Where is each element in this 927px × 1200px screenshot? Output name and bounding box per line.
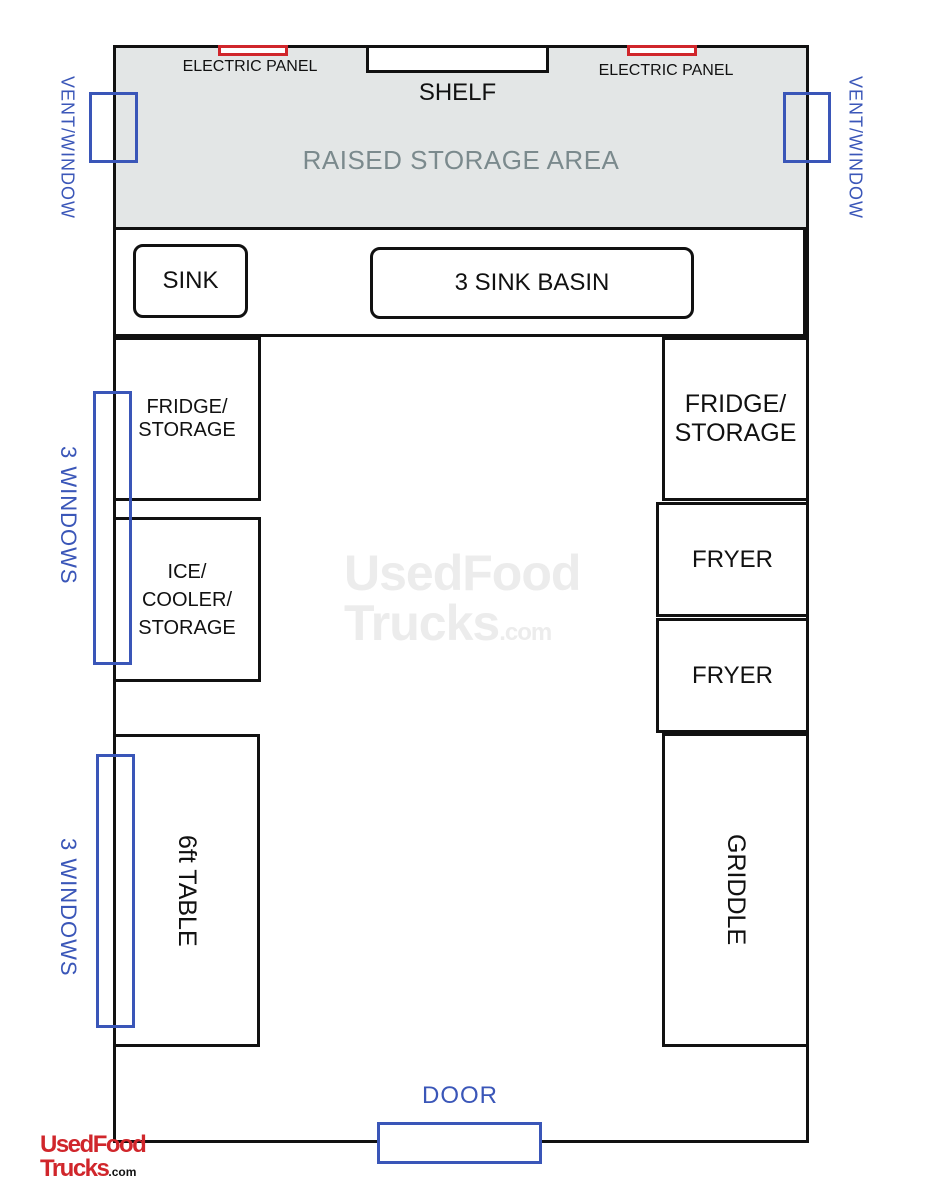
fridge-storage-left-line1: FRIDGE/ <box>146 396 228 418</box>
fryer-1: FRYER <box>656 502 809 617</box>
windows-upper <box>93 391 132 665</box>
vent-window-right-label: VENT/WINDOW <box>845 75 866 219</box>
ice-line1: ICE/ <box>167 560 207 583</box>
logo-line2: Trucks.com <box>40 1155 137 1182</box>
raised-storage-label: RAISED STORAGE AREA <box>302 144 620 175</box>
watermark-line1: UsedFood <box>344 545 581 601</box>
watermark: UsedFood Trucks.com <box>344 548 584 652</box>
logo-line1: UsedFood <box>40 1131 147 1158</box>
fryer-2: FRYER <box>656 618 809 733</box>
door <box>377 1122 542 1164</box>
ice-line3: STORAGE <box>138 616 236 639</box>
electric-panel-right-label: ELECTRIC PANEL <box>598 62 734 79</box>
fridge-storage-right-line2: STORAGE <box>674 419 797 447</box>
windows-lower-label: 3 WINDOWS <box>56 837 81 977</box>
three-sink-basin: 3 SINK BASIN <box>370 247 694 319</box>
fridge-storage-right: FRIDGE/ STORAGE <box>662 337 809 501</box>
raised-storage-area <box>116 48 806 228</box>
sink: SINK <box>133 244 248 318</box>
windows-upper-label: 3 WINDOWS <box>56 445 81 585</box>
griddle: GRIDDLE <box>662 733 809 1047</box>
shelf-label: SHELF <box>418 79 497 106</box>
six-ft-table: 6ft TABLE <box>113 734 260 1047</box>
shelf <box>366 45 549 73</box>
sink-counter <box>113 227 806 337</box>
fridge-storage-left: FRIDGE/ STORAGE <box>113 337 261 501</box>
fridge-storage-right-line1: FRIDGE/ <box>684 390 787 419</box>
griddle-label: GRIDDLE <box>721 834 750 946</box>
vent-window-left-label: VENT/WINDOW <box>57 75 78 219</box>
door-label: DOOR <box>422 1082 498 1109</box>
fridge-storage-left-line2: STORAGE <box>138 419 236 441</box>
electric-panel-left <box>218 45 288 56</box>
windows-lower <box>96 754 135 1028</box>
vent-window-left <box>89 92 138 163</box>
vent-window-right <box>783 92 831 163</box>
electric-panel-left-label: ELECTRIC PANEL <box>182 58 318 75</box>
ice-line2: COOLER/ <box>141 588 233 611</box>
watermark-line2: Trucks.com <box>344 595 552 651</box>
six-ft-table-label: 6ft TABLE <box>172 834 201 947</box>
electric-panel-right <box>627 45 697 56</box>
ice-cooler-storage: ICE/ COOLER/ STORAGE <box>113 517 261 682</box>
logo: UsedFood Trucks.com <box>40 1133 190 1183</box>
